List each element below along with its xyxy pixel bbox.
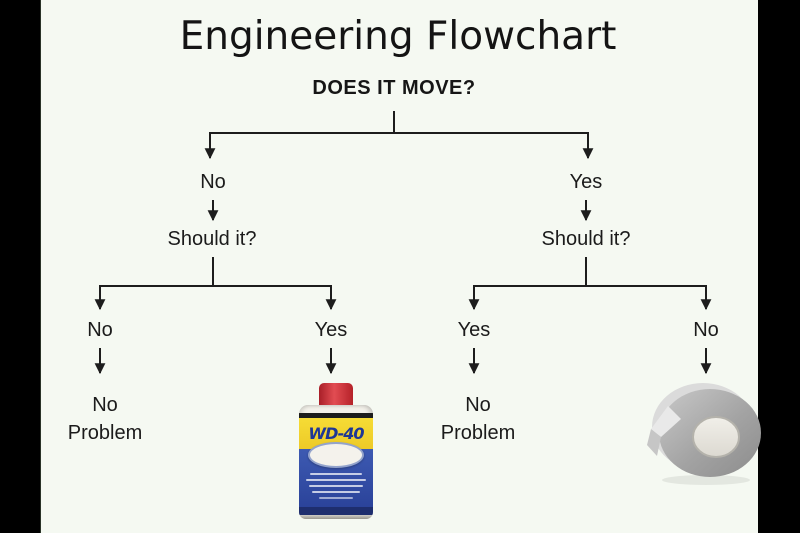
duct-tape-graphic — [647, 383, 761, 485]
outcome-right-yes-answer: Yes — [457, 319, 491, 341]
branch-right-question: Should it? — [541, 228, 631, 250]
wd40-body: WD-40 — [299, 405, 373, 519]
wd40-cap — [319, 383, 353, 409]
outcome-left-yes-answer: Yes — [314, 319, 348, 341]
root-question: DOES IT MOVE? — [312, 77, 476, 99]
branch-left-answer: No — [200, 171, 226, 193]
right-black-bar — [758, 0, 800, 533]
branch-right-answer: Yes — [569, 171, 603, 193]
wd40-yellow-label: WD-40 — [299, 418, 373, 449]
wd40-bottom-band — [299, 507, 373, 515]
wd40-fine-print-lines — [299, 469, 373, 499]
duct-tape-roll-image — [646, 380, 766, 486]
branch-left-question: Should it? — [167, 228, 257, 250]
wd40-bottom-rim — [299, 515, 373, 519]
wd40-oval-badge — [308, 442, 364, 468]
page-title: Engineering Flowchart — [179, 14, 617, 59]
wd40-black-band — [299, 413, 373, 418]
wd40-blue-section — [299, 442, 373, 507]
result-no-problem-left: No Problem — [67, 394, 143, 444]
result-no-problem-right: No Problem — [440, 394, 516, 444]
wd40-shoulder — [299, 405, 373, 413]
wd40-can-image: WD-40 — [299, 383, 373, 519]
left-black-bar — [0, 0, 41, 533]
wd40-brand-text: WD-40 — [308, 424, 364, 443]
outcome-right-no-answer: No — [693, 319, 719, 341]
outcome-left-no-answer: No — [87, 319, 113, 341]
